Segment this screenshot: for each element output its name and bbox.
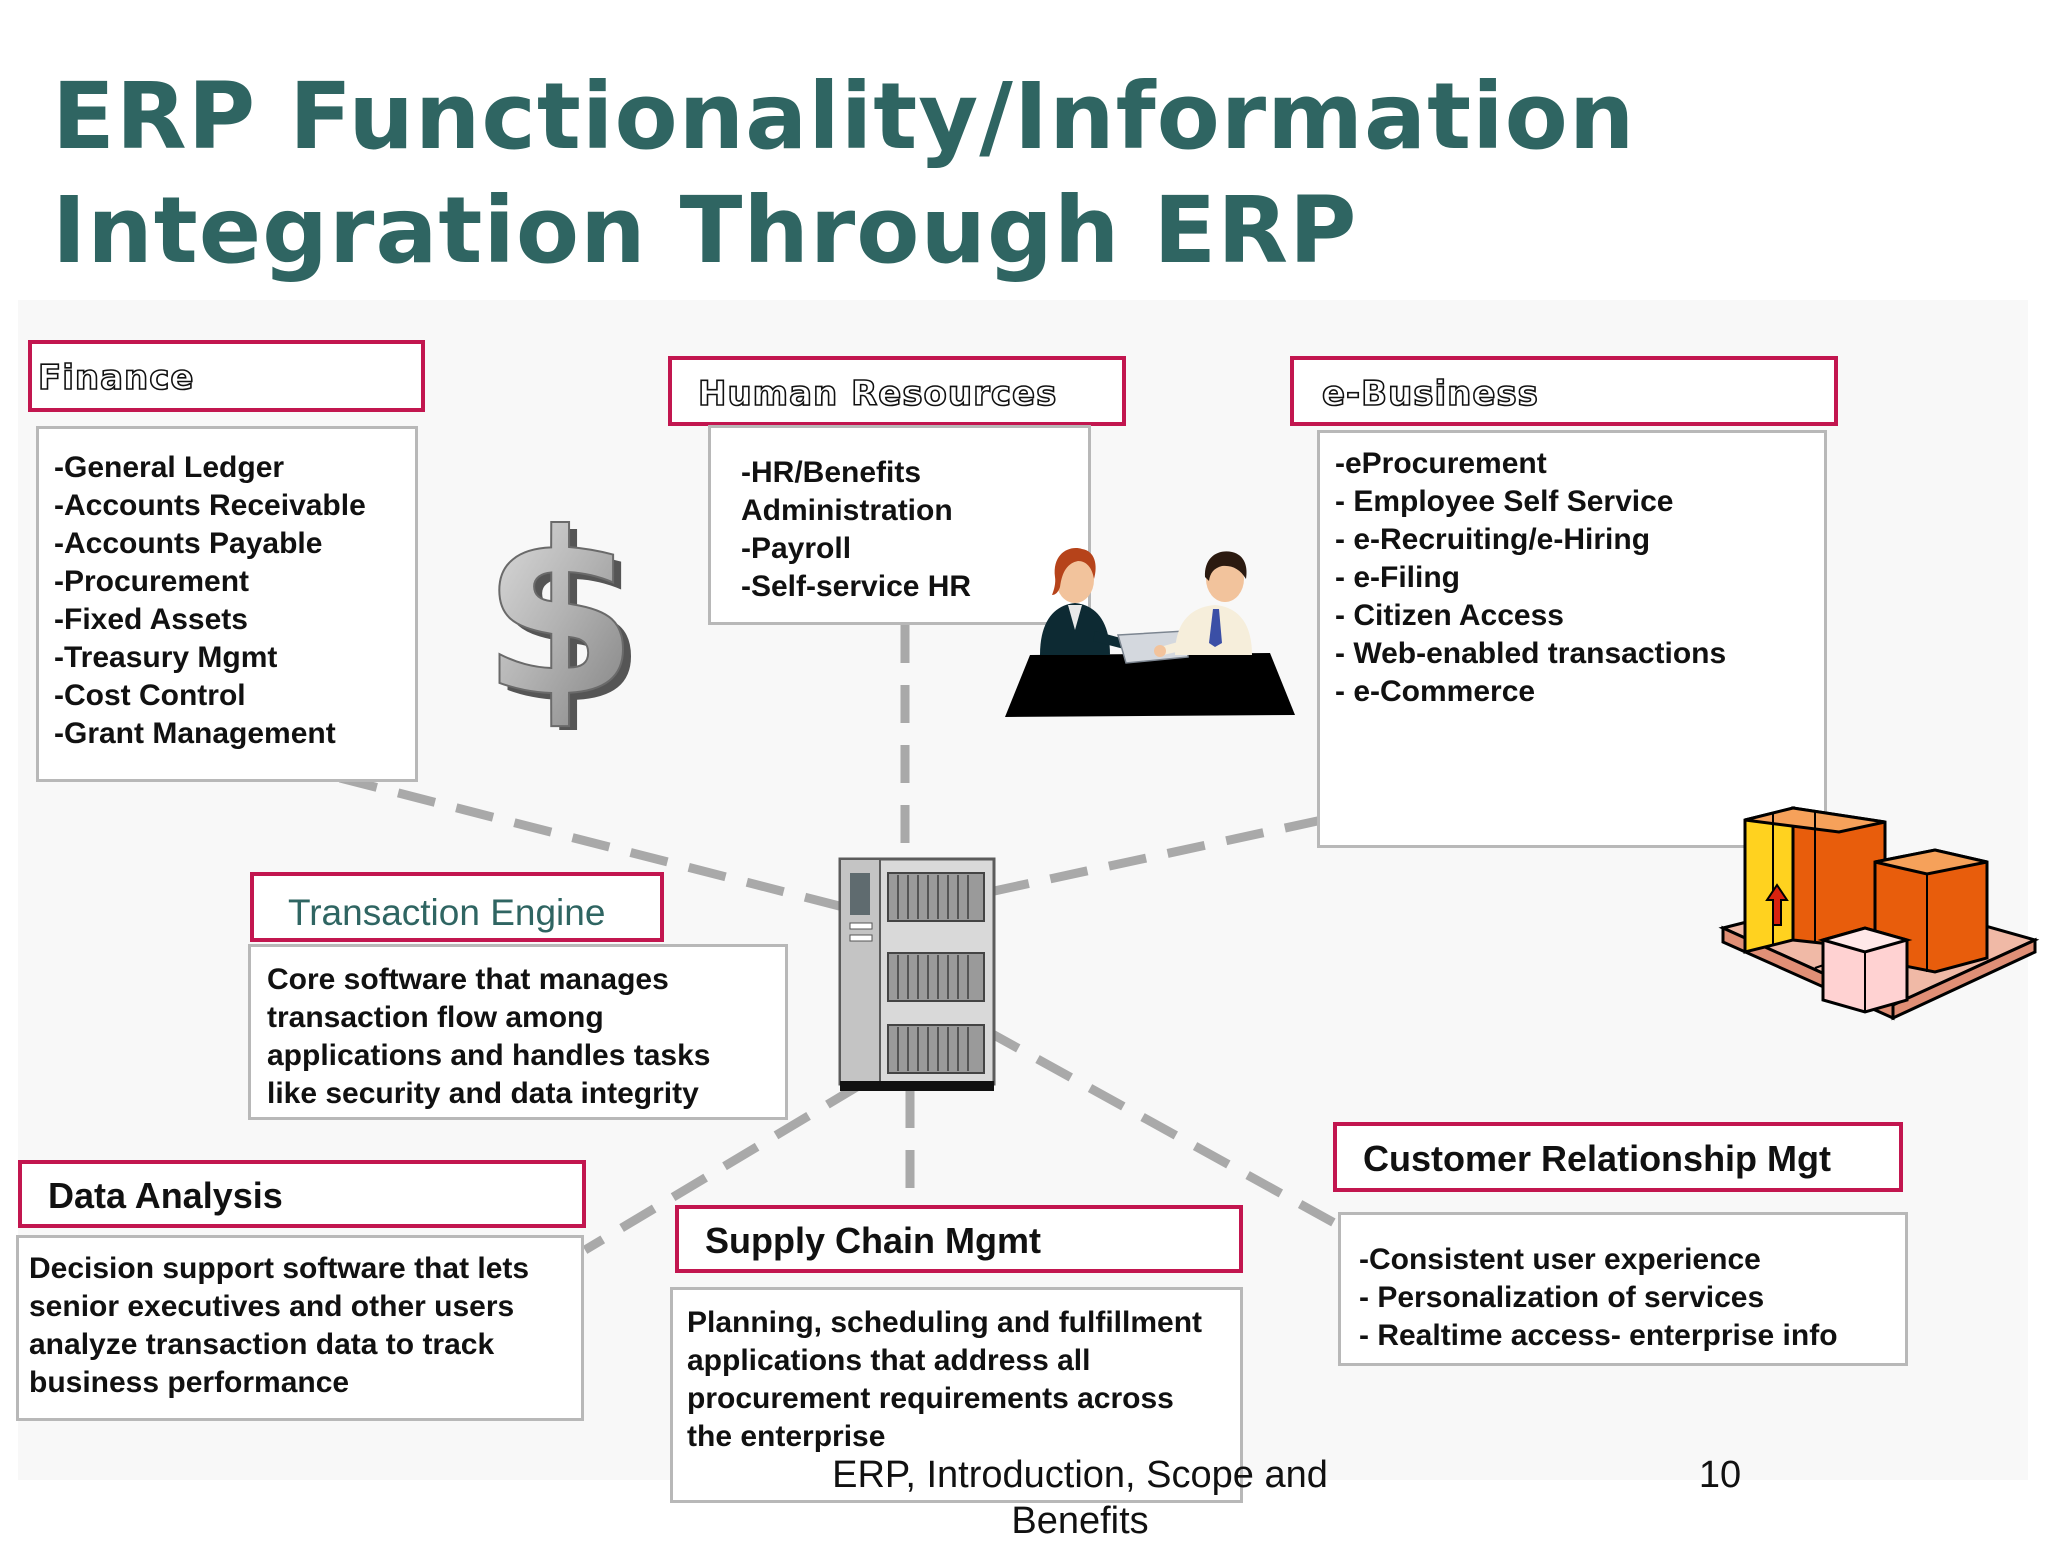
finance-item: -Cost Control [54, 679, 246, 712]
supply-chain-content-box: Planning, scheduling and fulfillment app… [670, 1287, 1243, 1503]
server-cabinet-icon [838, 857, 996, 1091]
crm-item-list: -Consistent user experience - Personaliz… [1359, 1241, 1905, 1355]
e-business-header-label: e-Business [1321, 373, 1539, 415]
finance-item: -Procurement [54, 565, 250, 598]
crm-item: -Consistent user experience [1359, 1243, 1761, 1276]
connector-e-business [984, 815, 1323, 898]
human-resources-header-label: Human Resources [697, 373, 1058, 415]
e-business-header-box: e-Business [1290, 356, 1838, 426]
footer-caption-line-2: Benefits [1011, 1500, 1149, 1542]
shipping-boxes-icon [1718, 806, 2040, 1021]
data-analysis-description: Decision support software that lets seni… [29, 1252, 530, 1399]
transaction-engine-header-box: Transaction Engine [250, 872, 664, 942]
crm-header-label: Customer Relationship Mgt [1363, 1138, 1832, 1179]
human-resources-item: -HR/Benefits [741, 456, 922, 489]
e-business-item: - Citizen Access [1335, 599, 1564, 632]
e-business-item: -eProcurement [1335, 447, 1547, 480]
business-meeting-icon [1005, 548, 1295, 717]
slide-title-line-1: ERP Functionality/Information [52, 63, 1636, 170]
e-business-item: - Employee Self Service [1335, 485, 1674, 518]
finance-item: -Accounts Payable [54, 527, 323, 560]
finance-header-label: Finance [37, 357, 195, 399]
transaction-engine-header-label: Transaction Engine [288, 892, 606, 933]
supply-chain-description: Planning, scheduling and fulfillment app… [687, 1306, 1203, 1453]
e-business-item: - e-Commerce [1335, 675, 1536, 708]
transaction-engine-content-box: Core software that manages transaction f… [248, 944, 788, 1120]
supply-chain-header-label: Supply Chain Mgmt [705, 1220, 1041, 1261]
connector-crm [982, 1026, 1341, 1229]
human-resources-item: -Payroll [741, 532, 852, 565]
supply-chain-header-box: Supply Chain Mgmt [675, 1205, 1243, 1273]
e-business-content-box: -eProcurement - Employee Self Service - … [1317, 430, 1827, 848]
transaction-engine-description: Core software that manages transaction f… [267, 963, 711, 1110]
finance-item: -Grant Management [54, 717, 336, 750]
crm-item: - Personalization of services [1359, 1281, 1765, 1314]
connector-data-analysis [582, 1081, 863, 1254]
human-resources-item: Administration [741, 494, 953, 527]
data-analysis-header-label: Data Analysis [48, 1175, 283, 1216]
human-resources-content-box: -HR/Benefits Administration -Payroll -Se… [708, 425, 1091, 625]
human-resources-item: -Self-service HR [741, 570, 972, 603]
finance-content-box: -General Ledger -Accounts Receivable -Ac… [36, 426, 418, 782]
data-analysis-content-box: Decision support software that lets seni… [16, 1235, 584, 1421]
e-business-item-list: -eProcurement - Employee Self Service - … [1335, 445, 1824, 711]
finance-item: -General Ledger [54, 451, 285, 484]
footer-caption: ERP, Introduction, Scope and Benefits [770, 1452, 1390, 1544]
e-business-item: - Web-enabled transactions [1335, 637, 1727, 670]
crm-content-box: -Consistent user experience - Personaliz… [1338, 1212, 1908, 1366]
finance-item-list: -General Ledger -Accounts Receivable -Ac… [54, 449, 415, 753]
human-resources-header-box: Human Resources [668, 356, 1126, 426]
footer-caption-line-1: ERP, Introduction, Scope and [832, 1454, 1328, 1496]
human-resources-item-list: -HR/Benefits Administration -Payroll -Se… [741, 454, 1088, 606]
e-business-item: - e-Filing [1335, 561, 1460, 594]
slide-title: ERP Functionality/Information Integratio… [52, 60, 1635, 288]
svg-text:$: $ [482, 505, 639, 730]
crm-item: - Realtime access- enterprise info [1359, 1319, 1838, 1352]
page-number: 10 [1698, 1454, 1742, 1496]
dollar-sign-icon: $ $ [481, 505, 640, 730]
finance-header-box: Finance [28, 340, 425, 412]
finance-item: -Accounts Receivable [54, 489, 366, 522]
connector-finance [338, 773, 857, 915]
finance-item: -Treasury Mgmt [54, 641, 278, 674]
crm-header-box: Customer Relationship Mgt [1333, 1122, 1903, 1192]
data-analysis-header-box: Data Analysis [18, 1160, 586, 1228]
finance-item: -Fixed Assets [54, 603, 248, 636]
slide-title-line-2: Integration Through ERP [52, 177, 1358, 284]
e-business-item: - e-Recruiting/e-Hiring [1335, 523, 1651, 556]
svg-text:$: $ [490, 505, 640, 730]
